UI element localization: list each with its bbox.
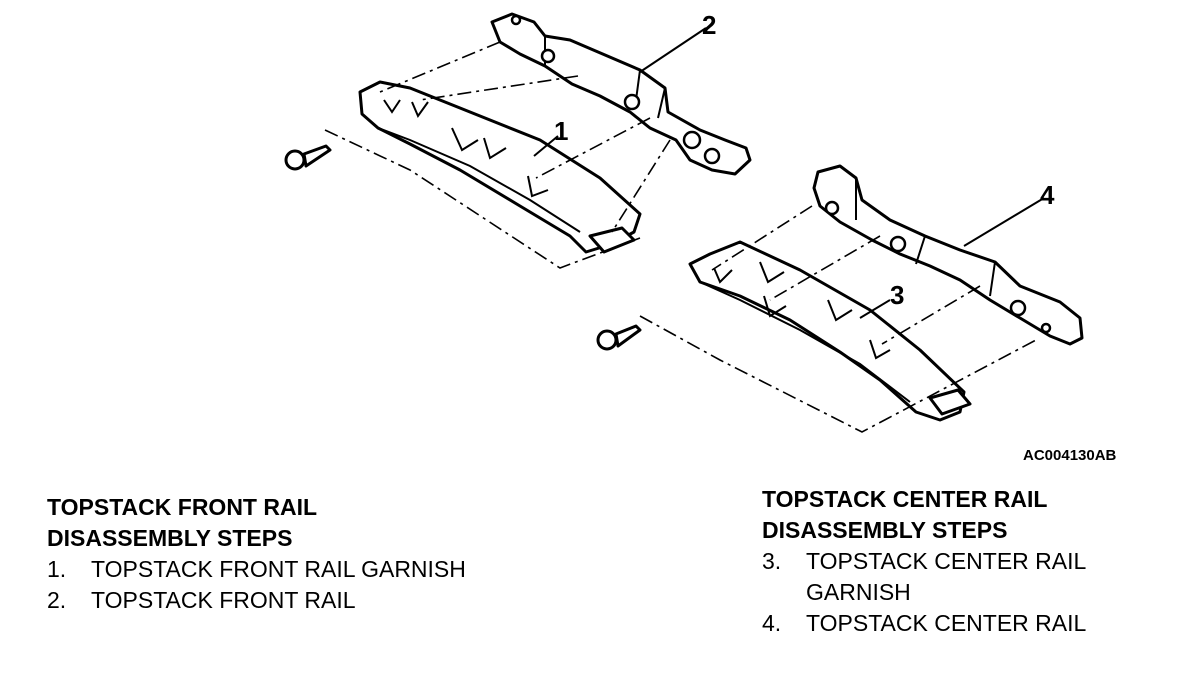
screw-center — [596, 324, 642, 351]
center-step-3: 3. TOPSTACK CENTER RAIL GARNISH — [762, 546, 1086, 608]
front-heading-2: DISASSEMBLY STEPS — [47, 525, 293, 551]
topstack-front-rail — [490, 12, 752, 176]
screw-front — [284, 144, 332, 171]
center-heading-2: DISASSEMBLY STEPS — [762, 517, 1008, 543]
center-assembly-lines — [639, 205, 1037, 433]
callout-1: 1 — [554, 116, 568, 146]
step-number: 4. — [762, 610, 782, 636]
step-text: TOPSTACK FRONT RAIL — [91, 587, 356, 613]
callout-3: 3 — [890, 280, 904, 310]
exploded-view-diagram: 1 2 3 4 AC004130AB — [284, 10, 1117, 464]
step-number: 3. — [762, 548, 782, 574]
figure-id-label: AC004130AB — [1023, 447, 1117, 464]
leader-lines — [533, 27, 1045, 319]
step-number: 1. — [47, 556, 67, 582]
topstack-center-rail — [812, 164, 1084, 346]
front-heading-1: TOPSTACK FRONT RAIL — [47, 494, 318, 520]
center-step-4: 4. TOPSTACK CENTER RAIL — [762, 608, 1086, 639]
callout-2: 2 — [702, 10, 716, 40]
callout-4: 4 — [1040, 180, 1055, 210]
step-text: TOPSTACK FRONT RAIL GARNISH — [91, 556, 466, 582]
center-rail-steps: TOPSTACK CENTER RAIL DISASSEMBLY STEPS 3… — [762, 484, 1086, 639]
step-text: TOPSTACK CENTER RAIL — [806, 610, 1087, 636]
topstack-center-rail-garnish — [688, 240, 972, 422]
front-rail-steps: TOPSTACK FRONT RAIL DISASSEMBLY STEPS 1.… — [47, 492, 466, 616]
step-text-line-2: GARNISH — [806, 579, 911, 605]
front-assembly-lines — [324, 41, 671, 269]
step-number: 2. — [47, 587, 67, 613]
front-step-2: 2. TOPSTACK FRONT RAIL — [47, 585, 466, 616]
center-heading-1: TOPSTACK CENTER RAIL — [762, 486, 1048, 512]
step-text-line-1: TOPSTACK CENTER RAIL — [806, 548, 1087, 574]
step-text: TOPSTACK CENTER RAIL GARNISH — [806, 546, 1086, 608]
topstack-front-rail-garnish — [358, 80, 642, 254]
front-step-1: 1. TOPSTACK FRONT RAIL GARNISH — [47, 554, 466, 585]
